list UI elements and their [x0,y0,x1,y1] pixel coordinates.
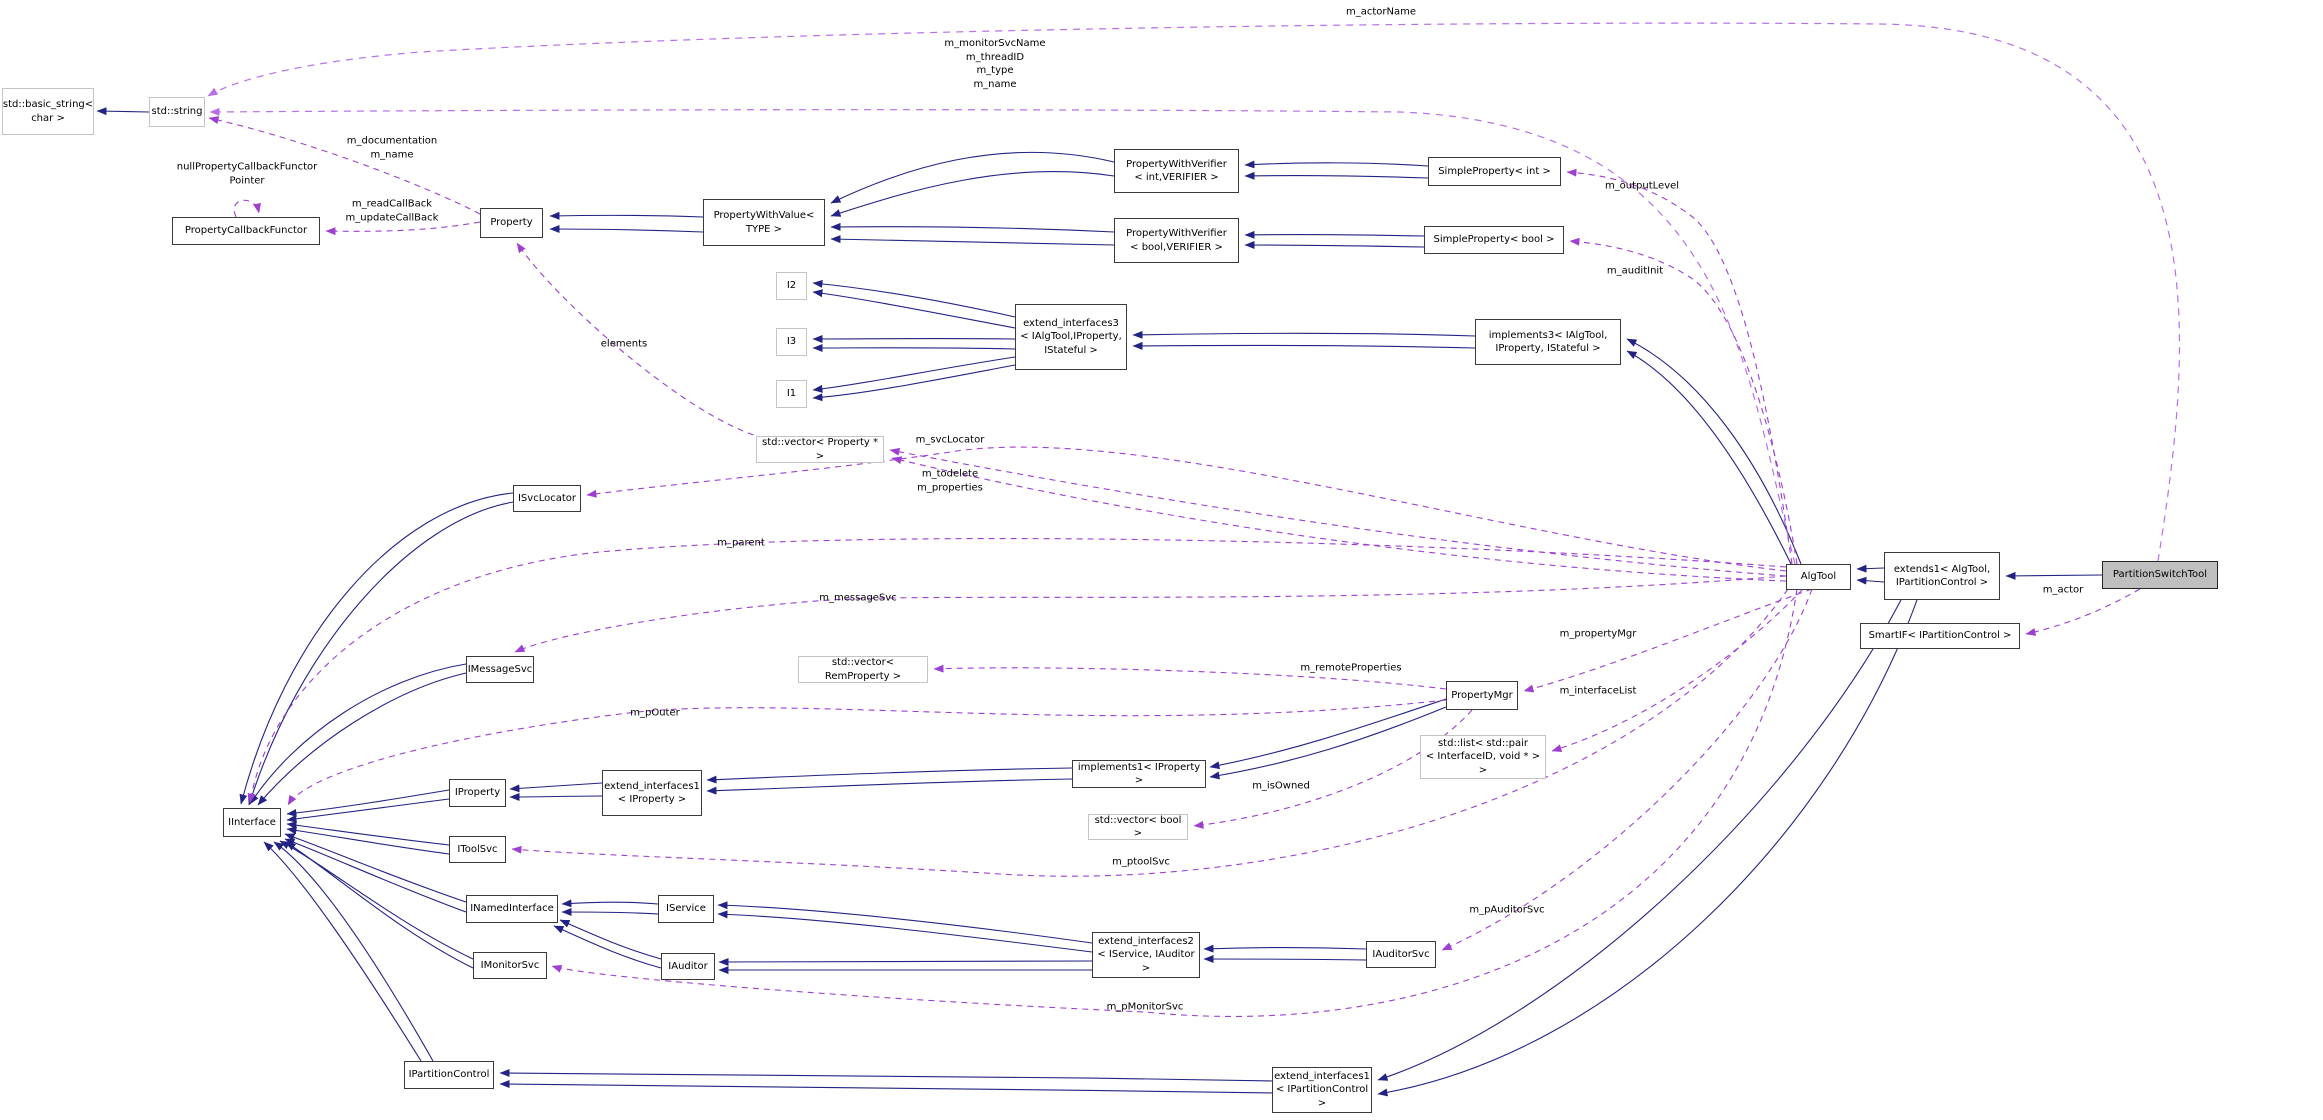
class-node-std-list-pair: std::list< std::pair < InterfaceID, void… [1420,735,1546,779]
class-node-iproperty[interactable]: IProperty [449,779,506,807]
class-node-propertymgr[interactable]: PropertyMgr [1446,681,1518,710]
edge-label: m_documentation m_name [346,135,438,161]
class-node-extend-interfaces2[interactable]: extend_interfaces2 < IService, IAuditor … [1092,932,1200,978]
edge-label: m_remoteProperties [1300,662,1402,674]
class-node-imessagesvc[interactable]: IMessageSvc [466,656,534,683]
class-node-ipartitioncontrol[interactable]: IPartitionControl [404,1061,494,1089]
class-node-vector-bool: std::vector< bool > [1088,814,1188,840]
class-node-simple-property-bool[interactable]: SimpleProperty< bool > [1424,226,1564,254]
class-node-basic-string: std::basic_string< char > [2,88,94,135]
edge-label: elements [600,338,648,350]
class-node-extend-interfaces1-iproperty[interactable]: extend_interfaces1 < IProperty > [602,770,702,816]
edge-label: m_parent [717,537,765,549]
class-node-i3: I3 [776,328,807,356]
class-node-iauditor[interactable]: IAuditor [661,953,715,980]
class-node-isvclocator[interactable]: ISvcLocator [513,485,581,512]
class-node-i1: I1 [776,380,807,408]
edge-label: m_svcLocator [915,434,985,446]
class-node-smartif[interactable]: SmartIF< IPartitionControl > [1860,623,2020,649]
class-node-property-with-verifier-int[interactable]: PropertyWithVerifier < int,VERIFIER > [1114,149,1239,193]
edge-label: m_pMonitorSvc [1106,1001,1184,1013]
class-node-extend-interfaces3[interactable]: extend_interfaces3 < IAlgTool,IProperty,… [1015,304,1127,370]
edge-label: m_actor [2042,584,2084,596]
edge-label: m_interfaceList [1559,685,1637,697]
class-node-simple-property-int[interactable]: SimpleProperty< int > [1428,157,1561,186]
class-node-iauditorsvc[interactable]: IAuditorSvc [1366,941,1436,968]
class-node-imonitorsvc[interactable]: IMonitorSvc [473,952,547,979]
class-node-algtool[interactable]: AlgTool [1786,564,1851,590]
class-node-implements1[interactable]: implements1< IProperty > [1072,760,1206,788]
class-node-i2: I2 [776,272,807,300]
edge-label: m_ptoolSvc [1112,856,1170,868]
edge-label: m_outputLevel [1604,180,1680,192]
edge-label: m_actorName [1345,6,1417,18]
class-node-implements3[interactable]: implements3< IAlgTool, IProperty, IState… [1475,319,1621,365]
class-node-iservice[interactable]: IService [658,895,714,923]
class-node-iinterface[interactable]: IInterface [223,808,281,837]
edge-label: m_auditInit [1606,265,1664,277]
class-node-inamedinterface[interactable]: INamedInterface [466,895,558,923]
edge-label: m_monitorSvcName m_threadID m_type m_nam… [944,38,1046,90]
edge-label: m_readCallBack m_updateCallBack [345,198,439,224]
edge-label: m_messageSvc [819,592,897,604]
usage-edges [207,22,2181,1017]
edge-label: m_pAuditorSvc [1469,904,1545,916]
edge-label: m_propertyMgr [1559,628,1637,640]
class-node-itoolsvc[interactable]: IToolSvc [449,836,506,863]
class-node-extends1[interactable]: extends1< AlgTool, IPartitionControl > [1884,552,2000,600]
class-node-vector-remproperty: std::vector< RemProperty > [798,656,928,683]
edge-label: nullPropertyCallbackFunctor Pointer [176,161,318,187]
class-node-extend-interfaces1-ipartitioncontrol[interactable]: extend_interfaces1 < IPartitionControl > [1272,1067,1372,1113]
class-node-std-string: std::string [149,97,205,127]
class-node-property[interactable]: Property [480,208,543,238]
class-node-property-with-value[interactable]: PropertyWithValue< TYPE > [703,199,825,246]
class-node-property-with-verifier-bool[interactable]: PropertyWithVerifier < bool,VERIFIER > [1114,218,1239,263]
class-node-vector-property: std::vector< Property * > [756,436,884,463]
edge-label: m_todelete m_properties [917,468,983,494]
edge-label: m_pOuter [630,707,680,719]
inheritance-edges [96,107,2103,1097]
class-node-property-callback-functor[interactable]: PropertyCallbackFunctor [172,217,320,245]
class-node-partition-switch-tool: PartitionSwitchTool [2102,561,2218,589]
edge-label: m_isOwned [1252,780,1310,792]
